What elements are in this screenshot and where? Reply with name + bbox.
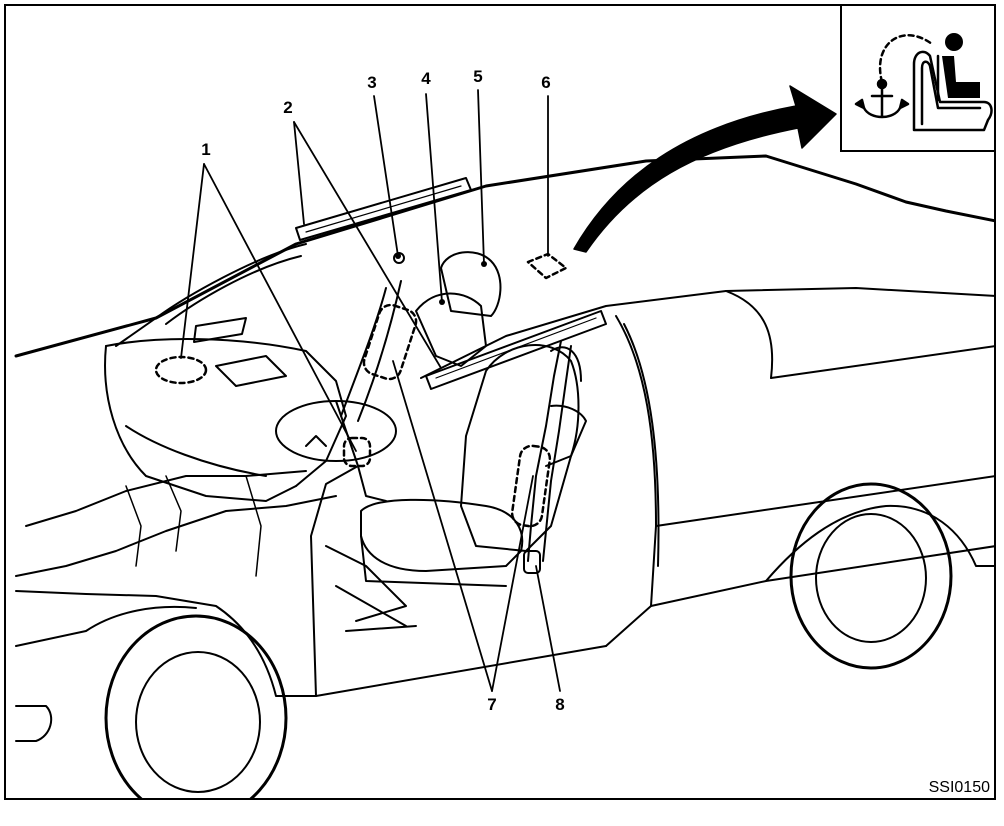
buckle-sensor [523,550,541,574]
roof-rail-strip-far [295,177,472,241]
rear-wheel [789,482,953,670]
car-cutaway-drawing [14,85,994,798]
callout-4: 4 [421,69,431,88]
steering-wheel [275,400,397,462]
near-side-airbag-zone [510,444,552,528]
steering-airbag-zone [342,436,372,468]
callout-5: 5 [473,67,483,86]
callout-2: 2 [283,98,293,117]
anchor-zone [526,252,568,280]
far-side-airbag-zone [362,303,418,381]
near-seat-cushion [360,498,524,572]
diagram-frame: 1 2 3 4 5 6 7 8 SSI0150 [4,4,996,800]
inset-panel [840,6,994,152]
pillar-sensor [393,252,405,264]
a-pillar [115,243,307,347]
b-pillar [340,287,387,417]
callout-3: 3 [367,73,377,92]
passenger-airbag-zone [154,355,208,385]
tether-anchor-child-seat-icon [854,33,993,132]
seat-belt [527,340,562,562]
curved-arrow-icon [573,85,837,253]
roof-rail-strip-near [425,310,607,390]
front-wheel [104,614,288,798]
front-fender [15,590,607,697]
near-seat-back [460,344,580,552]
door-outline [605,315,657,647]
far-headrest [440,251,502,317]
callout-1: 1 [201,140,211,159]
callout-6: 6 [541,73,551,92]
callout-8: 8 [555,695,565,714]
far-body-outline [14,154,994,358]
callout-7: 7 [487,695,497,714]
figure-code: SSI0150 [928,779,990,796]
dashboard [105,338,347,487]
near-roofline [420,287,994,379]
